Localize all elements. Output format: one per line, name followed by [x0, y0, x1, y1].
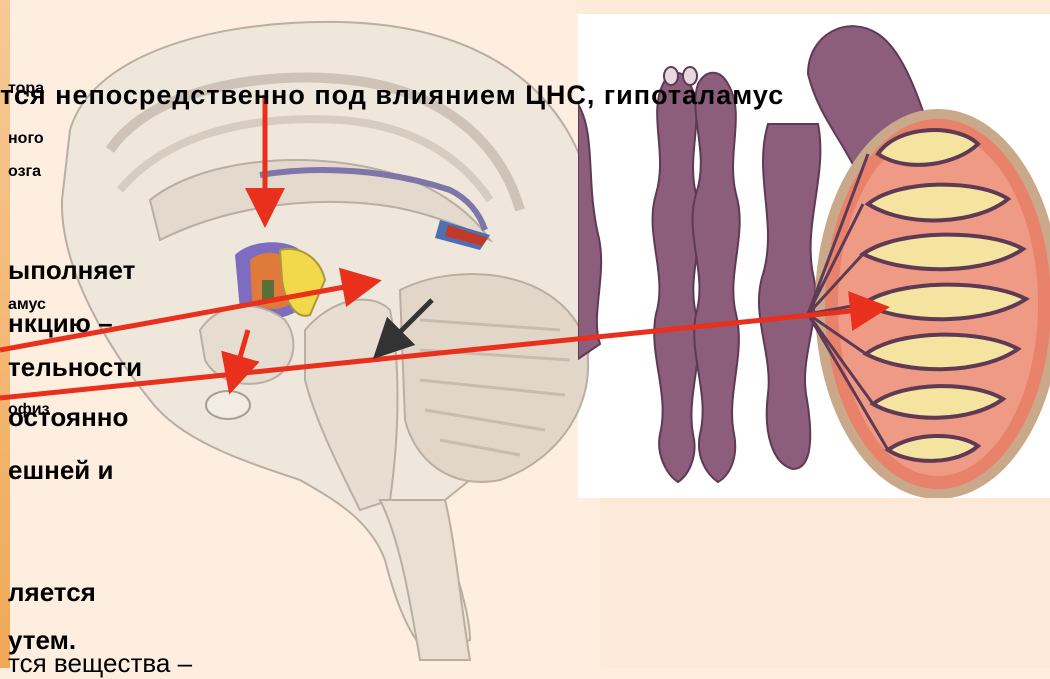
body-line-1: ыполняет: [8, 255, 135, 286]
label-top-left-1: тора: [8, 80, 44, 98]
arrow-to-pituitary: [232, 330, 248, 385]
body-line-5: ешней и: [8, 455, 114, 486]
body-line-4: остоянно: [8, 402, 128, 433]
body-line-2: нкцию –: [8, 308, 113, 339]
body-line-8: тся вещества –: [8, 648, 192, 679]
arrow-dark-brainstem: [380, 300, 432, 352]
label-top-left-2: ного: [8, 130, 44, 148]
body-line-6: ляется: [8, 577, 96, 608]
headline-text: тся непосредственно под влиянием ЦНС, ги…: [0, 80, 784, 111]
label-top-left-3: озга: [8, 163, 41, 181]
body-line-3: тельности: [8, 352, 142, 383]
